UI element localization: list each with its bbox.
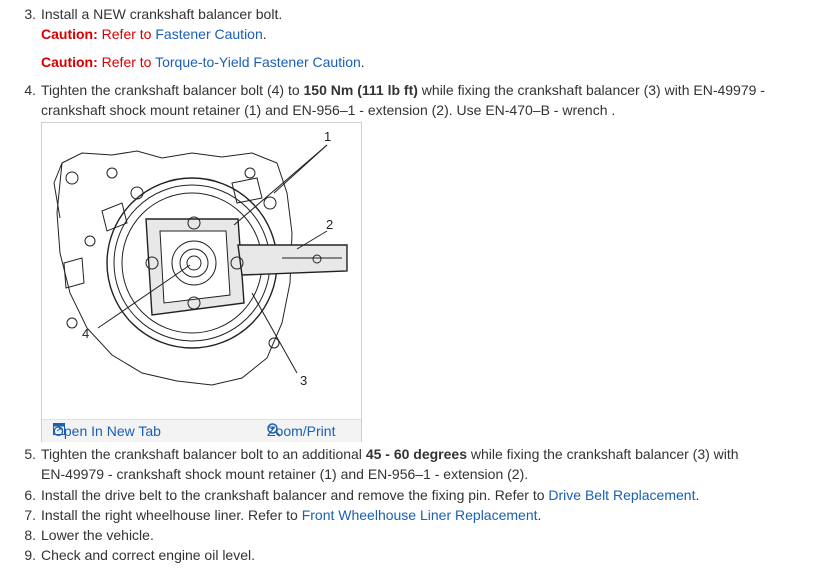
bolt-head: [66, 317, 78, 329]
step-number: 8.: [24, 527, 36, 543]
caution-period: .: [262, 26, 267, 42]
wheelhouse-liner-replacement-link[interactable]: Front Wheelhouse Liner Replacement: [301, 507, 538, 523]
text-part: Install the drive belt to the crankshaft…: [41, 487, 549, 503]
step-text-line2: EN-49979 - crankshaft shock mount retain…: [41, 466, 529, 482]
step-text: Install the right wheelhouse liner. Refe…: [41, 505, 541, 525]
step-number: 6.: [24, 487, 36, 503]
bolt-head: [106, 167, 118, 179]
step-text: Check and correct engine oil level.: [41, 547, 256, 563]
step-text-line1: Tighten the crankshaft balancer bolt (4)…: [41, 80, 765, 100]
open-new-tab-label: Open In New Tab: [53, 423, 161, 439]
caution-period: .: [360, 54, 365, 70]
bolt-head: [130, 186, 144, 200]
caution-label: Caution:: [41, 54, 98, 70]
open-new-tab-button[interactable]: Open In New Tab: [53, 423, 161, 439]
step-5: 5. Tighten the crankshaft balancer bolt …: [0, 444, 837, 484]
callout-3: 3: [300, 373, 307, 388]
text-part: .: [695, 487, 700, 503]
callout-1: 1: [324, 129, 331, 144]
crankshaft-diagram: 1 2 3 4: [53, 129, 348, 388]
step-text-line2: crankshaft shock mount retainer (1) and …: [41, 102, 616, 118]
leader-3: [251, 292, 298, 374]
balancer-hub: [171, 240, 217, 286]
caution-label: Caution:: [41, 26, 98, 42]
leader-1: [233, 144, 328, 226]
bolt-head: [84, 235, 96, 247]
balancer-bolt: [179, 248, 209, 278]
caution-fastener: Caution: Refer to Fastener Caution.: [41, 24, 267, 44]
step-4: 4. Tighten the crankshaft balancer bolt …: [0, 80, 837, 120]
extension-bar: [237, 244, 348, 276]
bolt-head: [244, 167, 256, 179]
zoom-print-button[interactable]: Zoom/Print: [267, 423, 335, 439]
step-number: 4.: [24, 82, 36, 98]
drive-belt-replacement-link[interactable]: Drive Belt Replacement: [548, 487, 696, 503]
crankshaft-balancer-figure: 1 2 3 4 Open In New Tab Zoom/Print: [41, 122, 362, 442]
figure-toolbar: Open In New Tab Zoom/Print: [42, 419, 361, 442]
zoom-print-label: Zoom/Print: [267, 423, 336, 439]
leader-4: [97, 264, 191, 329]
torque-value: 150 Nm (111 lb ft): [303, 82, 418, 98]
step-text: Lower the vehicle.: [41, 527, 154, 543]
leader-2: [296, 230, 328, 250]
callout-2: 2: [326, 217, 333, 232]
step-number: 5.: [24, 446, 36, 462]
text-part: Install the right wheelhouse liner. Refe…: [41, 507, 302, 523]
fastener-caution-link[interactable]: Fastener Caution: [155, 26, 263, 42]
text-part: Tighten the crankshaft balancer bolt (4)…: [41, 82, 304, 98]
text-part: .: [537, 507, 542, 523]
caution-refer: Refer to: [97, 54, 156, 70]
step-number: 9.: [24, 547, 36, 563]
bolt-head: [65, 171, 79, 185]
callout-4: 4: [82, 326, 89, 341]
step-text-line1: Tighten the crankshaft balancer bolt to …: [41, 444, 739, 464]
engine-outline: [56, 150, 293, 386]
step-number: 7.: [24, 507, 36, 523]
torque-to-yield-caution-link[interactable]: Torque-to-Yield Fastener Caution: [155, 54, 361, 70]
caution-refer: Refer to: [97, 26, 156, 42]
step-text: Install the drive belt to the crankshaft…: [41, 485, 699, 505]
open-new-tab-icon: [53, 423, 65, 435]
text-part: Tighten the crankshaft balancer bolt to …: [41, 446, 366, 462]
step-text: Install a NEW crankshaft balancer bolt.: [41, 6, 283, 22]
step-number: 3.: [24, 6, 36, 22]
text-part: while fixing the crankshaft balancer (3)…: [466, 446, 739, 462]
text-part: while fixing the crankshaft balancer (3)…: [417, 82, 765, 98]
zoom-icon: [267, 423, 281, 437]
angle-value: 45 - 60 degrees: [365, 446, 467, 462]
bolt-head: [263, 196, 277, 210]
caution-torque-to-yield: Caution: Refer to Torque-to-Yield Fasten…: [41, 52, 365, 72]
bolt-head: [268, 337, 280, 349]
